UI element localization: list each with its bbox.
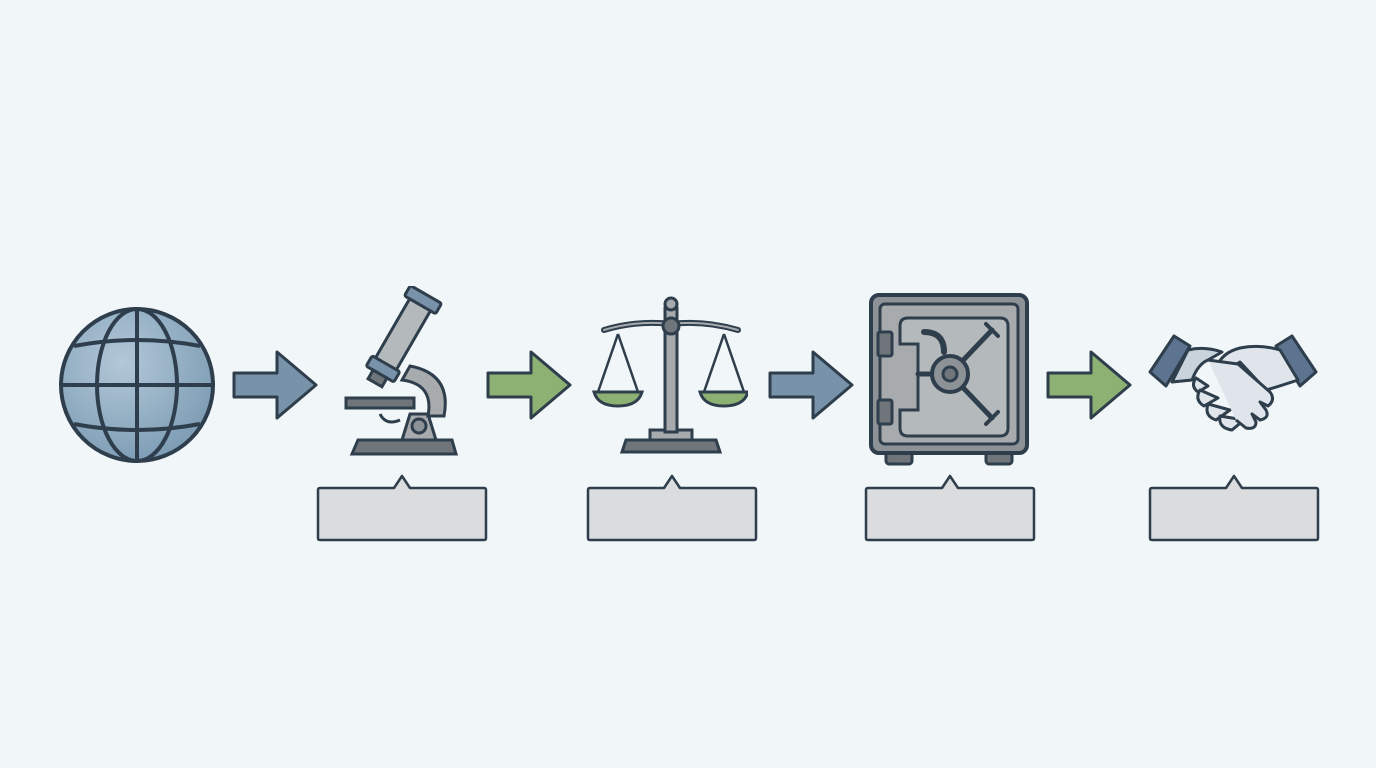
safe-vault-icon (869, 293, 1029, 466)
microscope-icon (344, 286, 458, 456)
stage-label-box (586, 474, 758, 542)
stage-label-box (316, 474, 488, 542)
arrow-right-icon (768, 350, 854, 420)
stage-label-box (1148, 474, 1320, 542)
arrow-right-icon (1046, 350, 1132, 420)
arrow-right-icon (486, 350, 572, 420)
stage-label-box (864, 474, 1036, 542)
globe-icon (59, 307, 215, 463)
balance-scale-icon (592, 296, 748, 454)
handshake-icon (1148, 334, 1318, 432)
arrow-right-icon (232, 350, 318, 420)
